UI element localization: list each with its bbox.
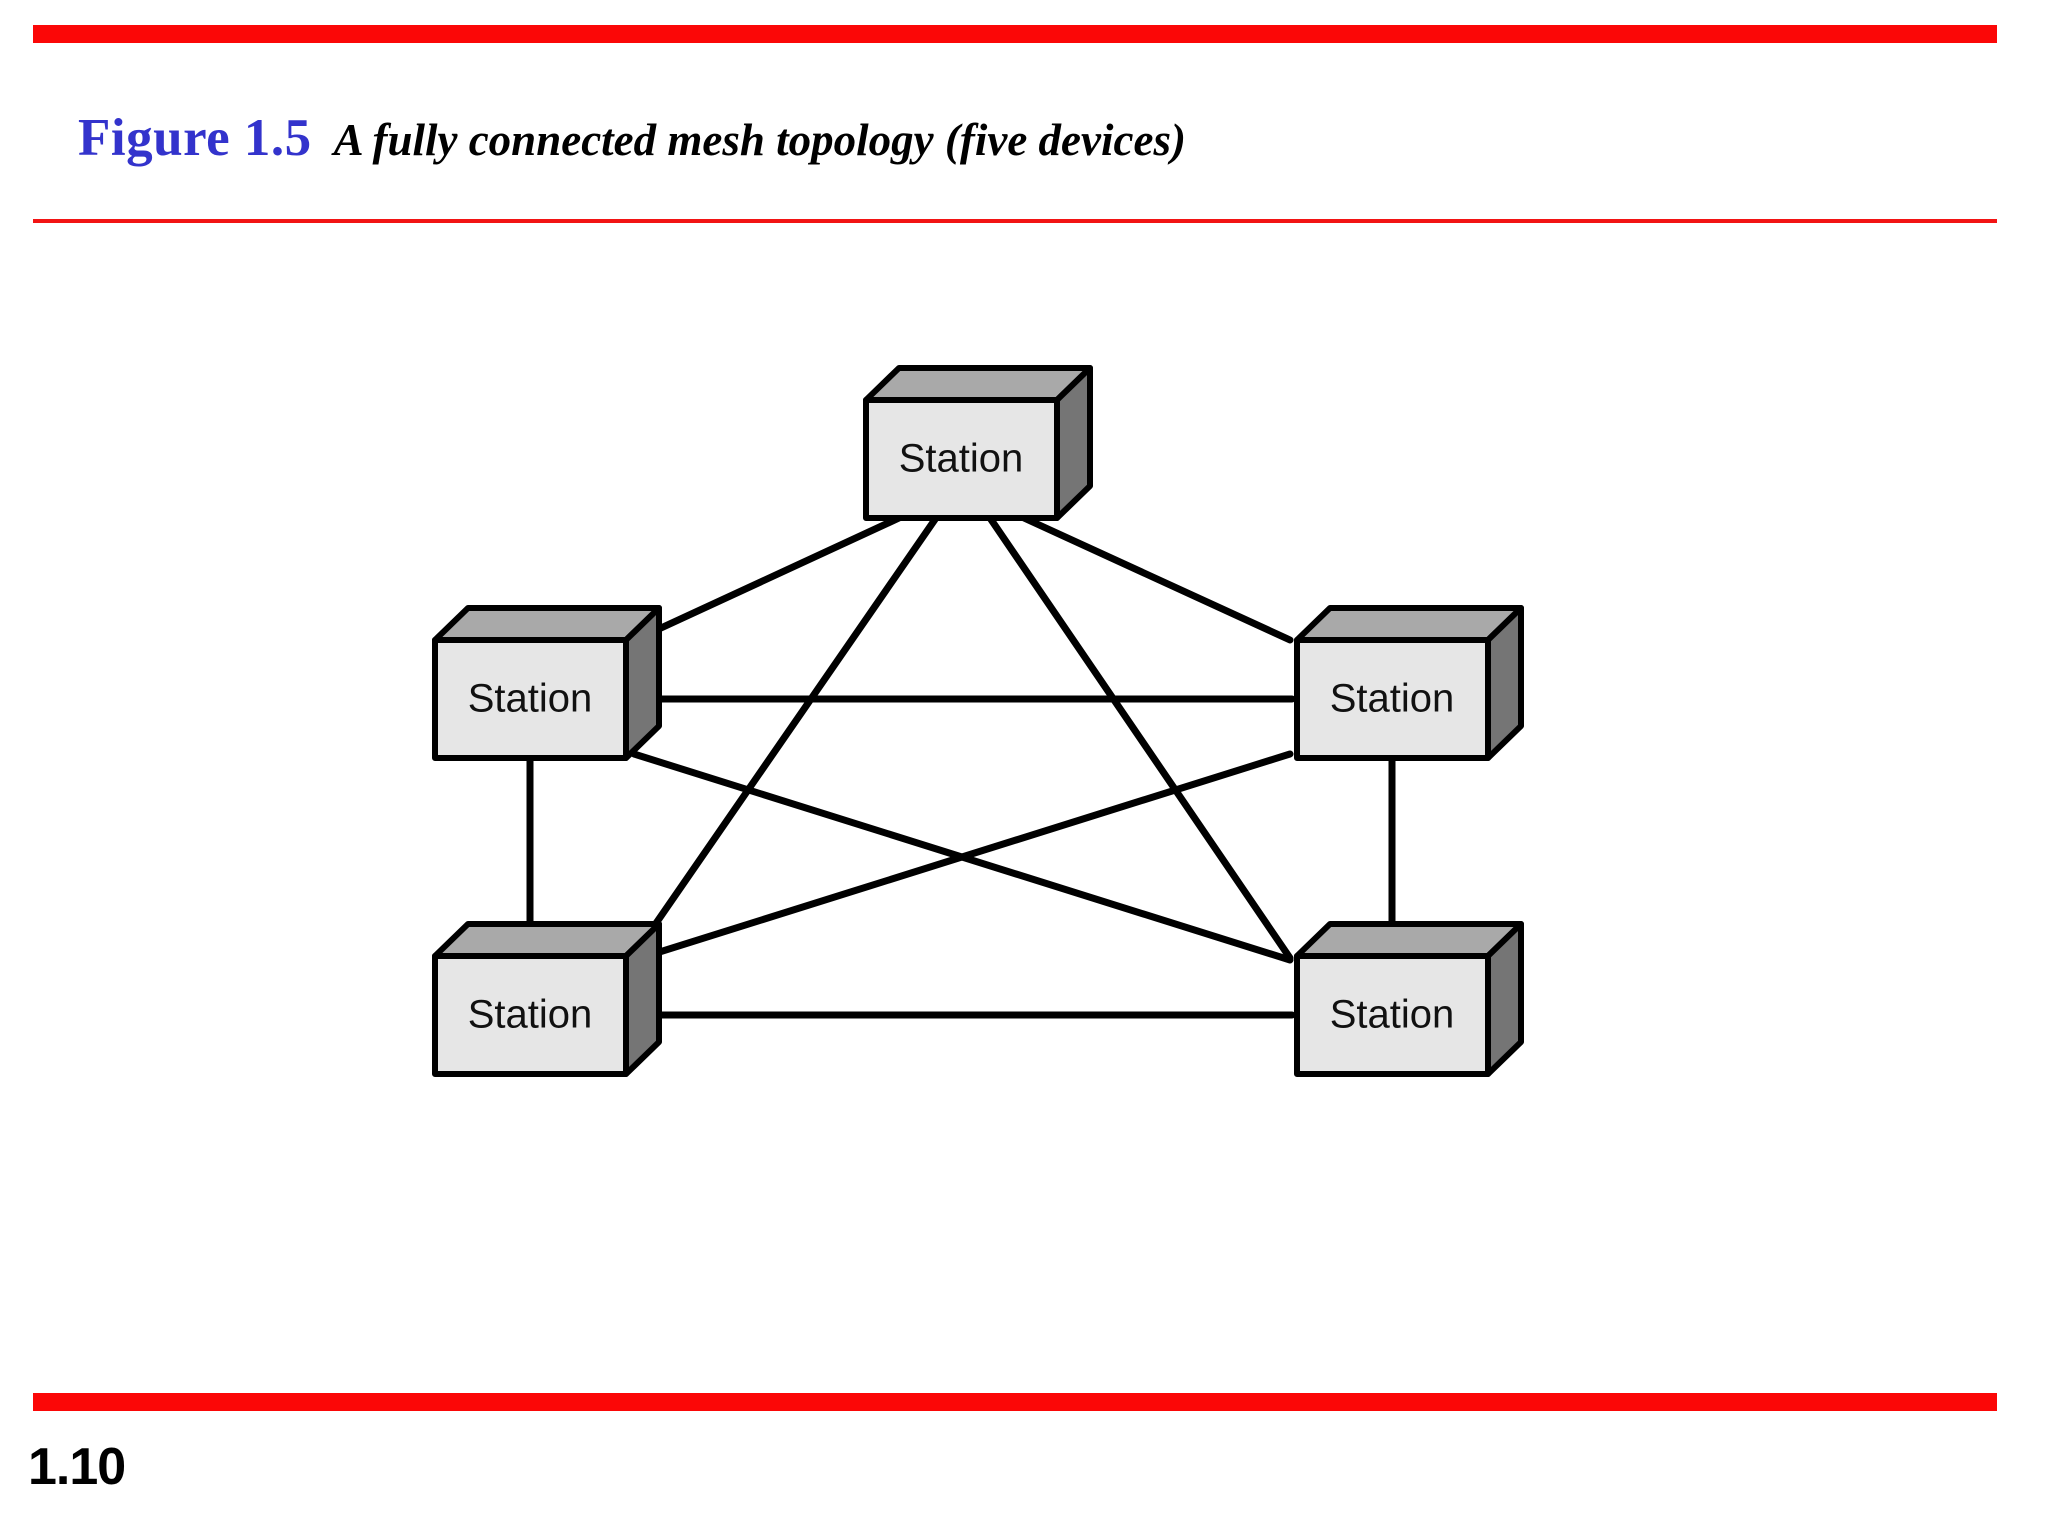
link-top-left-middle: [631, 514, 903, 644]
link-right-middle-bottom-left: [630, 750, 1294, 964]
node-left-middle[interactable]: Station: [435, 608, 659, 758]
header-rule-thin: [33, 219, 1997, 223]
mesh-topology-diagram: Station Station Station Station Station: [0, 230, 2048, 1380]
node-top-label: Station: [899, 437, 1024, 481]
header-rule-thick: [33, 25, 1997, 43]
link-group: [526, 514, 1396, 1019]
node-top[interactable]: Station: [866, 368, 1090, 518]
node-right-middle-label: Station: [1330, 677, 1455, 721]
node-bottom-left[interactable]: Station: [435, 924, 659, 1074]
node-bottom-right-label: Station: [1330, 993, 1455, 1037]
figure-title: Figure 1.5 A fully connected mesh topolo…: [78, 108, 1186, 168]
link-top-bottom-left: [628, 514, 940, 962]
link-top-bottom-right: [986, 514, 1294, 962]
node-bottom-left-label: Station: [468, 993, 593, 1037]
figure-caption: A fully connected mesh topology (five de…: [333, 115, 1186, 165]
node-left-middle-label: Station: [468, 677, 593, 721]
node-right-middle[interactable]: Station: [1297, 608, 1521, 758]
node-bottom-right[interactable]: Station: [1297, 924, 1521, 1074]
footer-rule-thick: [33, 1393, 1997, 1411]
figure-number: Figure 1.5: [78, 109, 312, 167]
page-number: 1.10: [28, 1438, 126, 1496]
link-top-right-middle: [1020, 514, 1294, 644]
